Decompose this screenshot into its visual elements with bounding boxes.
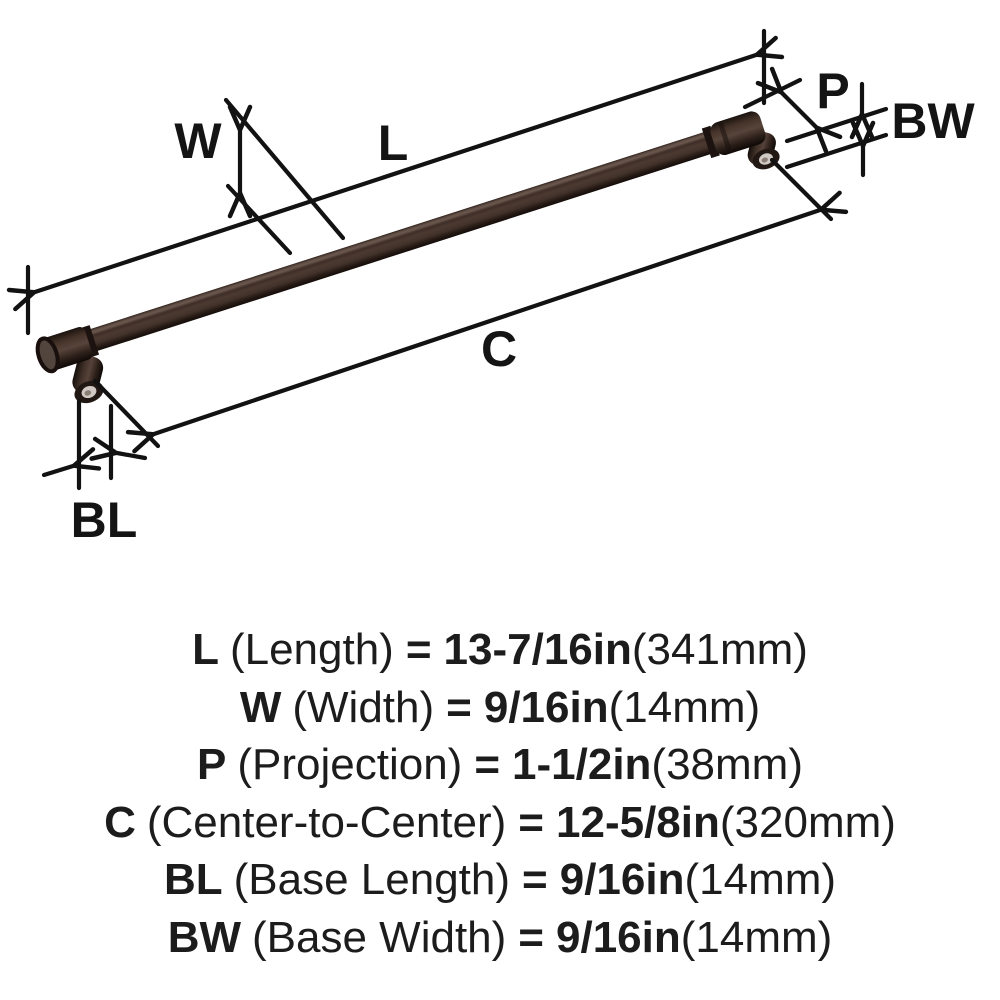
dim-P-arrow xyxy=(782,93,816,127)
dim-C-label: C xyxy=(481,321,517,377)
spec-name: (Base Width) xyxy=(252,912,507,962)
spec-imperial-value: 9/16in xyxy=(483,682,609,732)
dim-L-label: L xyxy=(378,115,409,171)
spec-imperial-value: 9/16in xyxy=(556,912,681,962)
spec-name: (Projection) xyxy=(237,740,463,789)
spec-name: (Length) xyxy=(229,625,394,674)
spec-row-base-width: BW(Base Width)=9/16in(14mm) xyxy=(0,909,1000,967)
dim-W-tick-lower xyxy=(225,183,293,256)
spec-metric-value: (320mm) xyxy=(719,797,896,847)
spec-equals: = xyxy=(474,740,501,789)
dim-BL-arrow-left xyxy=(41,466,73,478)
spec-equals: = xyxy=(522,855,548,904)
spec-metric-value: (14mm) xyxy=(608,682,761,732)
spec-imperial-value: 13-7/16in xyxy=(443,625,632,674)
spec-name: (Center-to-Center) xyxy=(146,797,507,847)
dim-C-ext-right xyxy=(769,157,834,222)
spec-code: BL xyxy=(163,855,223,904)
dimension-BW xyxy=(784,81,889,178)
spec-row-base-length: BL(Base Length)=9/16in(14mm) xyxy=(0,851,1000,909)
spec-equals: = xyxy=(405,625,432,674)
spec-imperial-value: 9/16in xyxy=(559,855,685,904)
spec-row-length: L(Length)=13-7/16in(341mm) xyxy=(0,621,1000,679)
spec-name: (Width) xyxy=(292,682,435,732)
dimension-W xyxy=(223,97,346,256)
dim-P-label: P xyxy=(816,63,849,119)
dim-C-line xyxy=(154,210,820,434)
dimension-BL xyxy=(41,398,148,491)
left-mounting-post xyxy=(72,355,104,404)
dim-C-ext-left xyxy=(92,378,161,449)
dim-BW-label: BW xyxy=(891,93,975,149)
spec-imperial-value: 12-5/8in xyxy=(556,797,720,847)
dim-BL-arrow-right xyxy=(117,453,148,458)
dimension-diagram-canvas: L W C BL P xyxy=(0,28,975,548)
spec-equals: = xyxy=(518,797,544,847)
dim-BW-line-lower xyxy=(784,132,889,170)
dimension-P xyxy=(782,93,816,127)
spec-equals: = xyxy=(518,912,544,962)
spec-code: P xyxy=(197,740,227,789)
left-cap-face xyxy=(35,336,60,374)
spec-code: C xyxy=(104,797,136,847)
spec-row-center-to-center: C(Center-to-Center)=12-5/8in(320mm) xyxy=(0,794,1000,852)
dim-BL-label: BL xyxy=(71,492,138,548)
spec-metric-value: (341mm) xyxy=(631,625,808,674)
spec-row-projection: P(Projection)=1-1/2in(38mm) xyxy=(0,736,1000,794)
spec-name: (Base Length) xyxy=(233,855,511,904)
spec-metric-value: (14mm) xyxy=(684,855,837,904)
spec-code: L xyxy=(192,625,219,674)
spec-code: BW xyxy=(167,912,241,962)
spec-metric-value: (38mm) xyxy=(651,740,803,789)
spec-code: W xyxy=(239,682,282,732)
spec-imperial-value: 1-1/2in xyxy=(512,740,652,789)
dimension-C xyxy=(92,157,834,449)
spec-row-width: W(Width)=9/16in(14mm) xyxy=(0,679,1000,737)
dim-W-label: W xyxy=(174,113,222,169)
spec-table: L(Length)=13-7/16in(341mm) W(Width)=9/16… xyxy=(0,621,1000,966)
dim-W-tick-upper xyxy=(223,97,346,241)
dimension-L xyxy=(28,28,803,336)
spec-metric-value: (14mm) xyxy=(680,912,833,962)
spec-equals: = xyxy=(446,682,472,732)
